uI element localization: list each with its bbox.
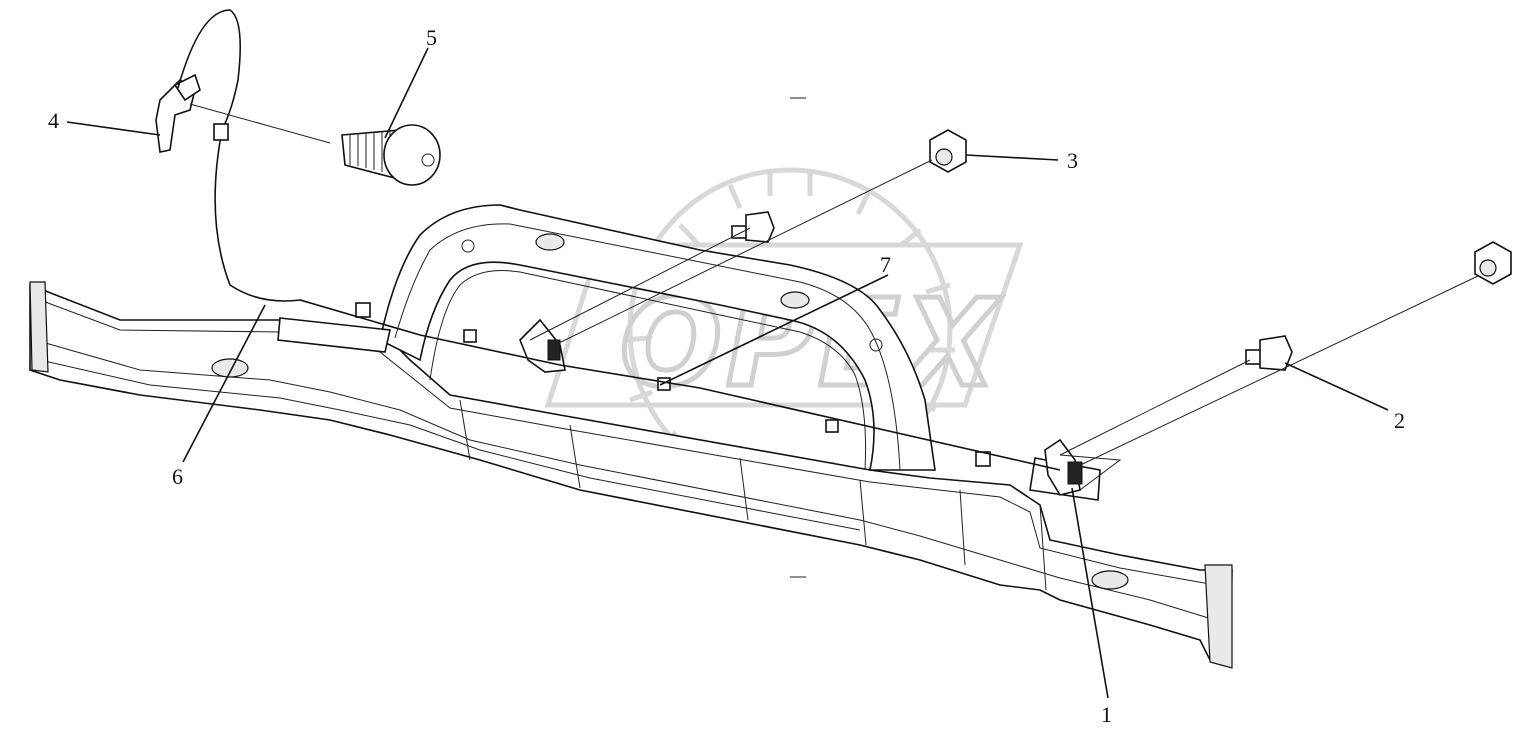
dash-marks	[790, 97, 806, 578]
part-5-pin	[341, 124, 441, 186]
part-4-clip	[155, 73, 201, 153]
assembly-lines	[189, 103, 1479, 491]
callout-6: 6	[172, 464, 183, 489]
leader-lines	[66, 47, 1389, 699]
callout-4: 4	[48, 108, 59, 133]
crossmember-bracket	[29, 204, 1233, 669]
part-6-cable	[177, 9, 1061, 471]
part-2-bolt	[731, 211, 1293, 371]
callout-7: 7	[880, 252, 891, 277]
callout-5: 5	[426, 25, 437, 50]
callout-3: 3	[1067, 148, 1078, 173]
callout-2: 2	[1394, 408, 1405, 433]
callout-1: 1	[1101, 702, 1112, 727]
part-3-nut	[929, 129, 1512, 285]
